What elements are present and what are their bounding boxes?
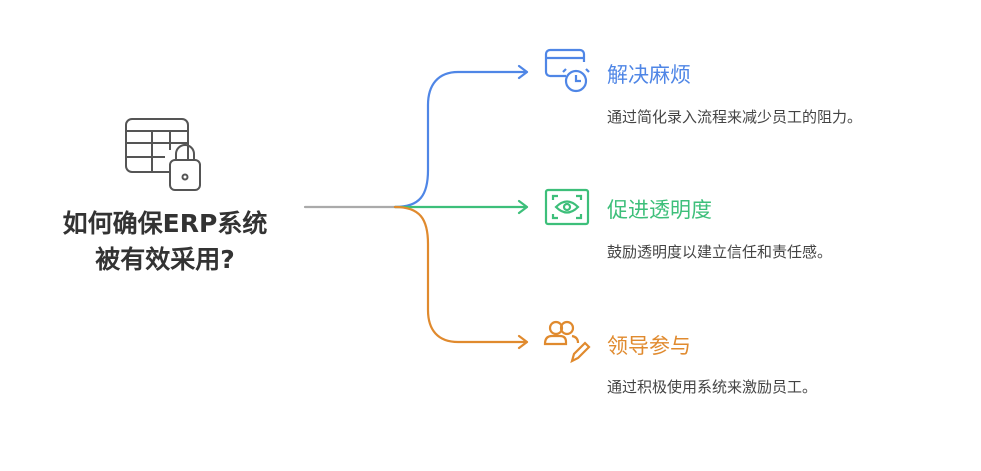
branch-line-green <box>393 199 529 215</box>
branch-description-2: 鼓励透明度以建立信任和责任感。 <box>607 243 833 261</box>
browser-clock-icon <box>544 48 590 93</box>
branch-description-3: 通过积极使用系统来激励员工。 <box>607 378 818 396</box>
central-topic: 如何确保ERP系统 被有效采用? <box>30 206 300 278</box>
branch-heading-3: 领导参与 <box>607 334 691 358</box>
branch-heading-1: 解决麻烦 <box>607 63 691 87</box>
title-line-2: 被有效采用? <box>95 245 235 274</box>
eye-scan-icon <box>544 188 590 226</box>
branch-heading-2: 促进透明度 <box>607 198 712 222</box>
branch-description-1: 通过简化录入流程来减少员工的阻力。 <box>607 108 863 126</box>
title-line-1: 如何确保ERP系统 <box>62 209 268 238</box>
users-edit-icon <box>543 320 591 364</box>
table-lock-icon <box>125 118 201 191</box>
branch-line-blue <box>393 64 529 209</box>
branch-line-orange <box>393 205 529 350</box>
